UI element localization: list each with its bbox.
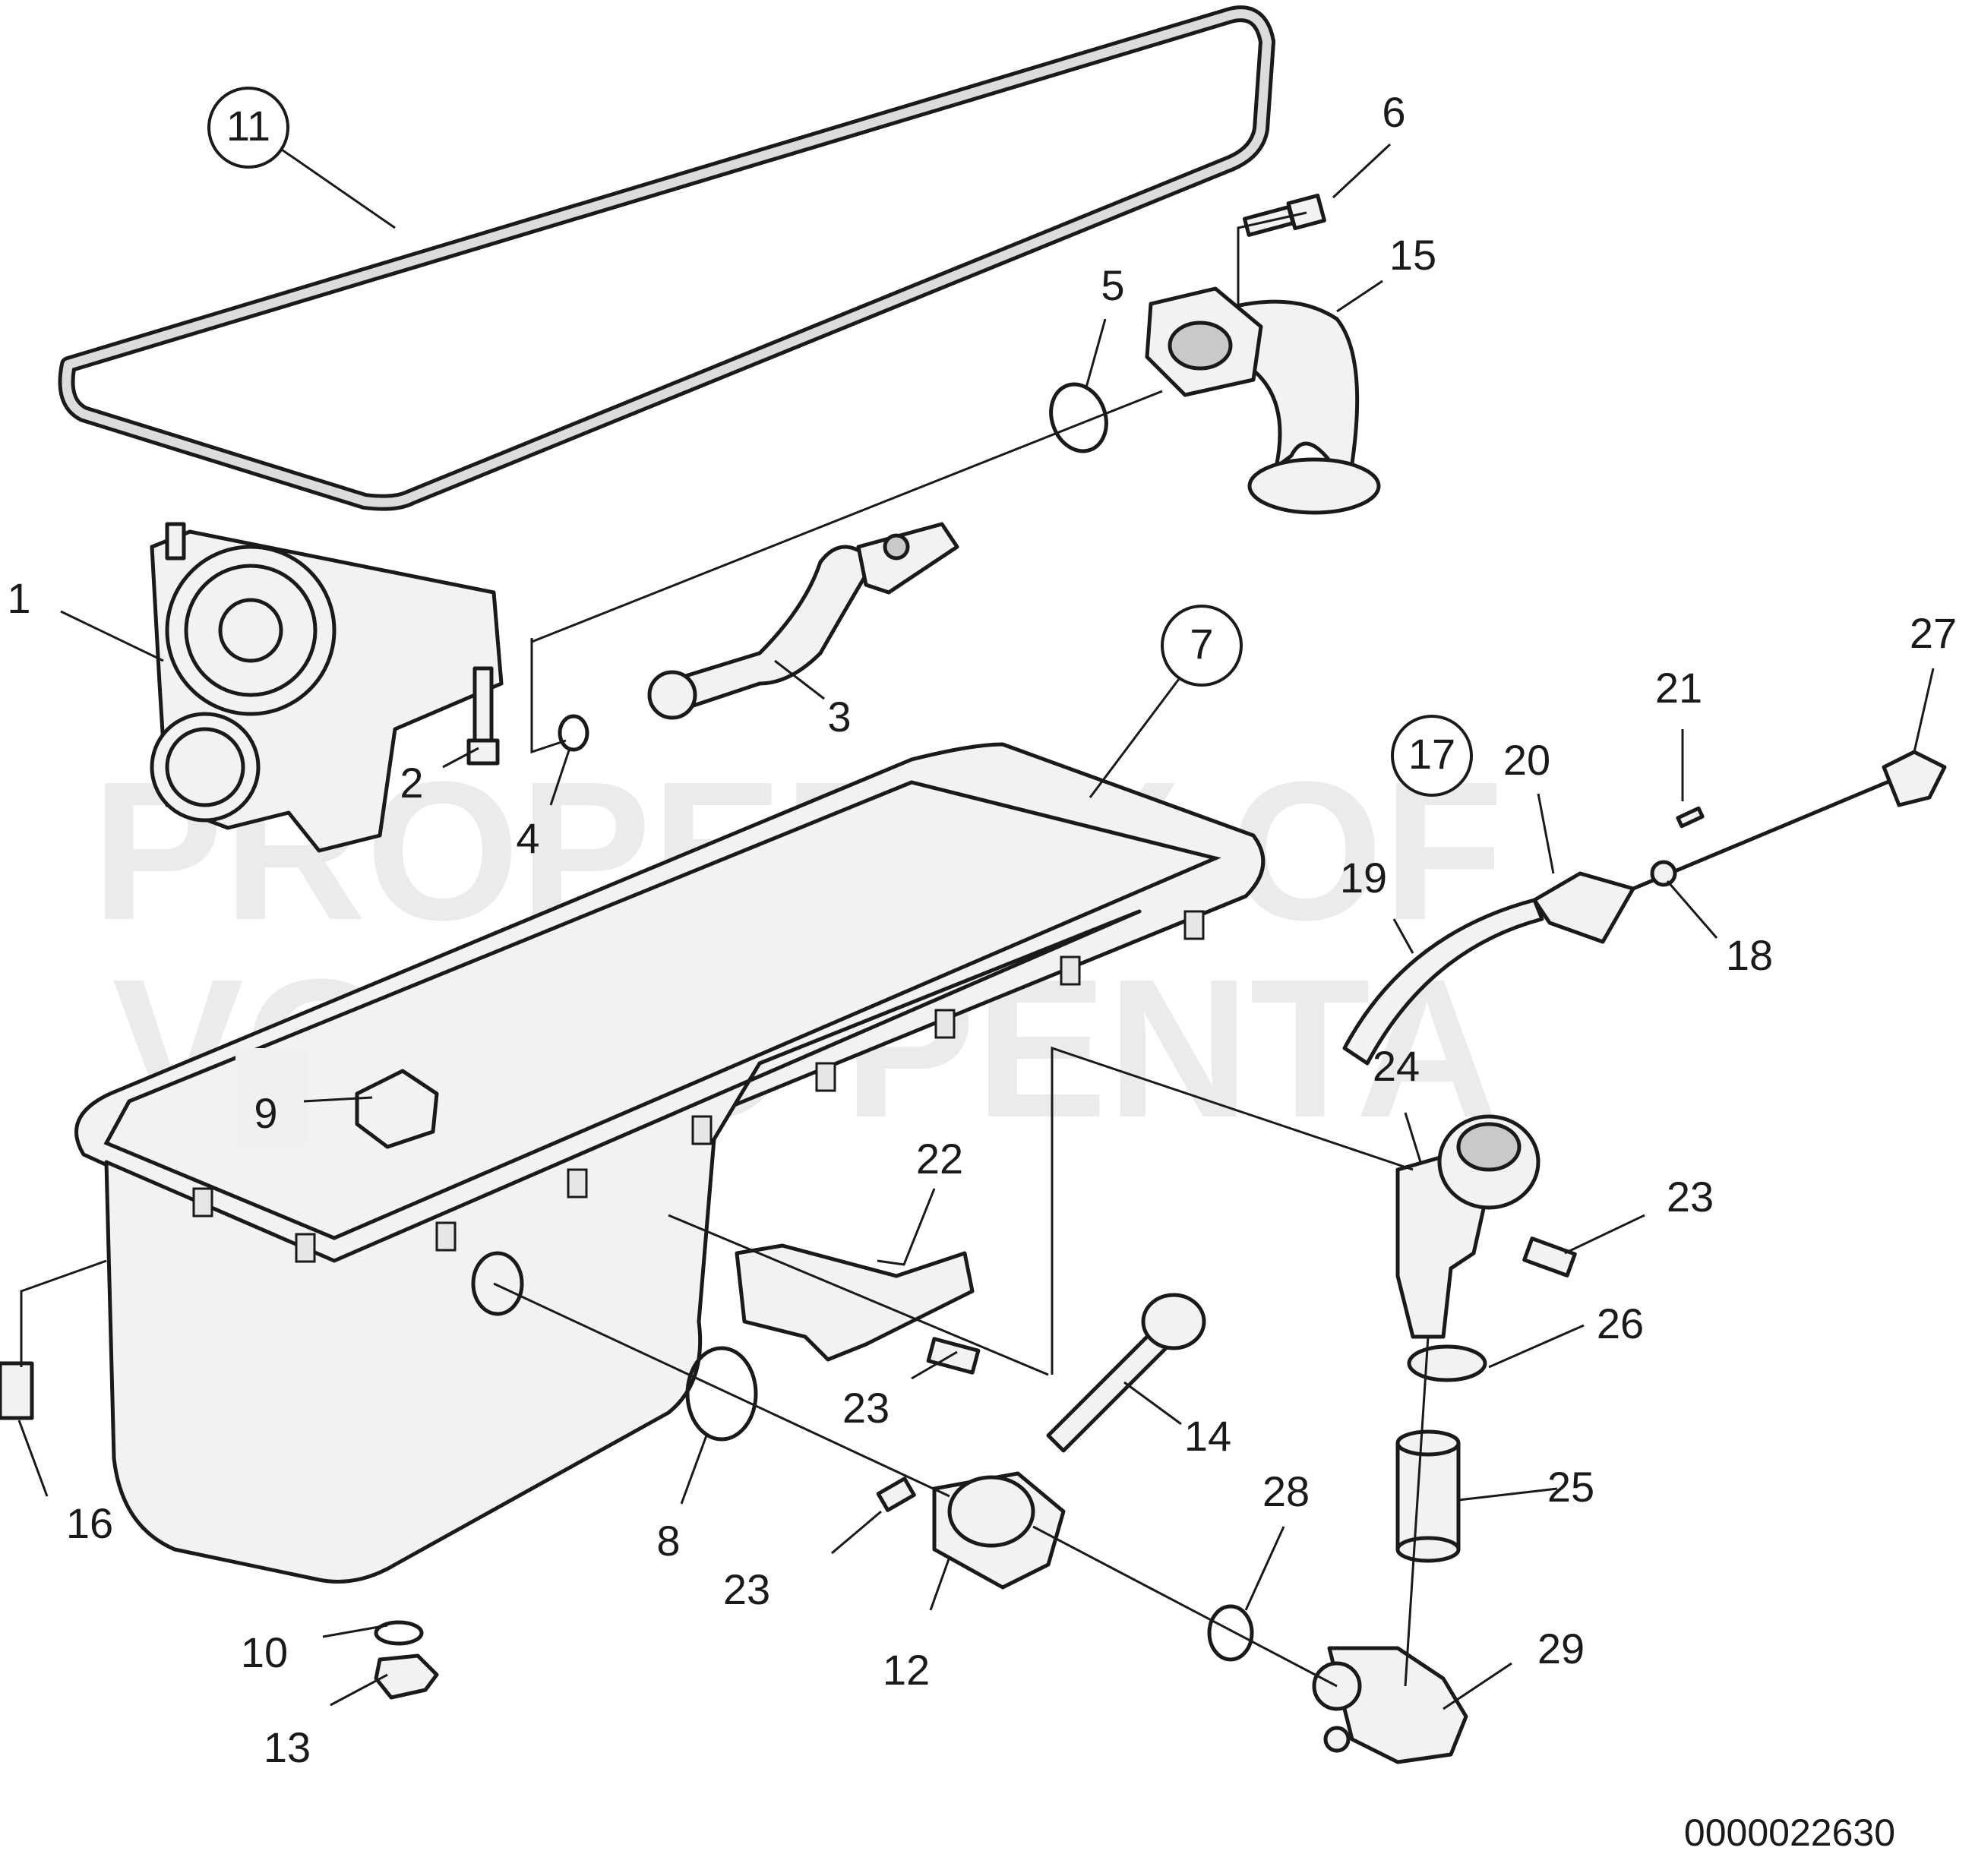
callout-27: 27 (1910, 609, 1957, 657)
breather-16 (0, 1361, 34, 1420)
callout-15: 15 (1389, 231, 1436, 279)
suction-pipe-15 (1145, 286, 1381, 515)
elbow-29 (1312, 1646, 1468, 1764)
oil-pan-studs (192, 910, 1205, 1263)
callout-12: 12 (883, 1646, 930, 1694)
callout-29: 29 (1537, 1625, 1585, 1672)
callout-22: 22 (916, 1135, 963, 1183)
drain-plug-13 (374, 1653, 439, 1700)
callout-23-right: 23 (1667, 1173, 1714, 1221)
nut-9 (355, 1069, 439, 1149)
callout-circle-11 (207, 87, 289, 169)
oil-filler-24 (1395, 1114, 1540, 1339)
callout-28: 28 (1262, 1467, 1310, 1515)
callout-9: 9 (254, 1089, 277, 1137)
callout-13: 13 (264, 1723, 311, 1771)
callouts: 11 6 15 5 1 3 2 4 7 27 21 17 20 19 18 9 … (7, 87, 1957, 1771)
callout-3: 3 (827, 693, 851, 741)
o-ring-8 (685, 1346, 758, 1442)
callout-20: 20 (1503, 736, 1550, 784)
callout-1: 1 (7, 574, 30, 622)
bolt-6 (1242, 193, 1326, 237)
bracket-22 (735, 1243, 975, 1362)
washer-10 (374, 1620, 424, 1646)
screw-21 (1676, 806, 1705, 829)
callout-18: 18 (1726, 931, 1773, 979)
callout-circle-17 (1391, 715, 1473, 797)
dipstick-19-20-27 (1342, 750, 1947, 1066)
callout-25: 25 (1547, 1463, 1594, 1511)
upper-gasket-11 (58, 5, 1275, 511)
o-ring-4 (558, 714, 589, 752)
callout-21: 21 (1655, 664, 1702, 712)
callout-19: 19 (1340, 854, 1387, 902)
callout-10: 10 (241, 1628, 288, 1676)
callout-26: 26 (1597, 1300, 1644, 1347)
callout-circle-7 (1161, 605, 1243, 687)
clamp-26 (1407, 1344, 1487, 1382)
callout-23-lower: 23 (723, 1565, 770, 1613)
callout-14: 14 (1184, 1412, 1231, 1460)
callout-4: 4 (516, 814, 539, 862)
callout-16: 16 (66, 1499, 113, 1547)
callout-2: 2 (400, 759, 423, 807)
bolt-23-a (1522, 1236, 1577, 1278)
callout-23-center: 23 (842, 1384, 890, 1432)
leader-lines (17, 143, 1935, 1710)
dipstick-tube-14 (1046, 1293, 1206, 1453)
pressure-pipe-3 (647, 522, 959, 720)
callout-9-backdrop (235, 1048, 308, 1147)
callout-6: 6 (1382, 88, 1405, 136)
callout-5: 5 (1101, 261, 1124, 309)
callout-17: 17 (1408, 730, 1455, 778)
bolt-2 (466, 666, 500, 766)
seal-ring-28 (1207, 1604, 1254, 1662)
bolt-23-b (926, 1337, 981, 1375)
adapter-flange-12 (932, 1471, 1066, 1590)
callout-24: 24 (1373, 1042, 1420, 1090)
o-ring-5 (1049, 382, 1108, 453)
callout-11: 11 (226, 102, 270, 150)
callout-8: 8 (656, 1517, 680, 1565)
document-number: 0000022630 (1684, 1811, 1895, 1854)
washer-18 (1650, 860, 1677, 887)
oil-pump-1 (150, 522, 504, 853)
bolt-23-c (876, 1476, 916, 1512)
callout-7: 7 (1190, 620, 1213, 668)
hose-25 (1395, 1429, 1461, 1563)
